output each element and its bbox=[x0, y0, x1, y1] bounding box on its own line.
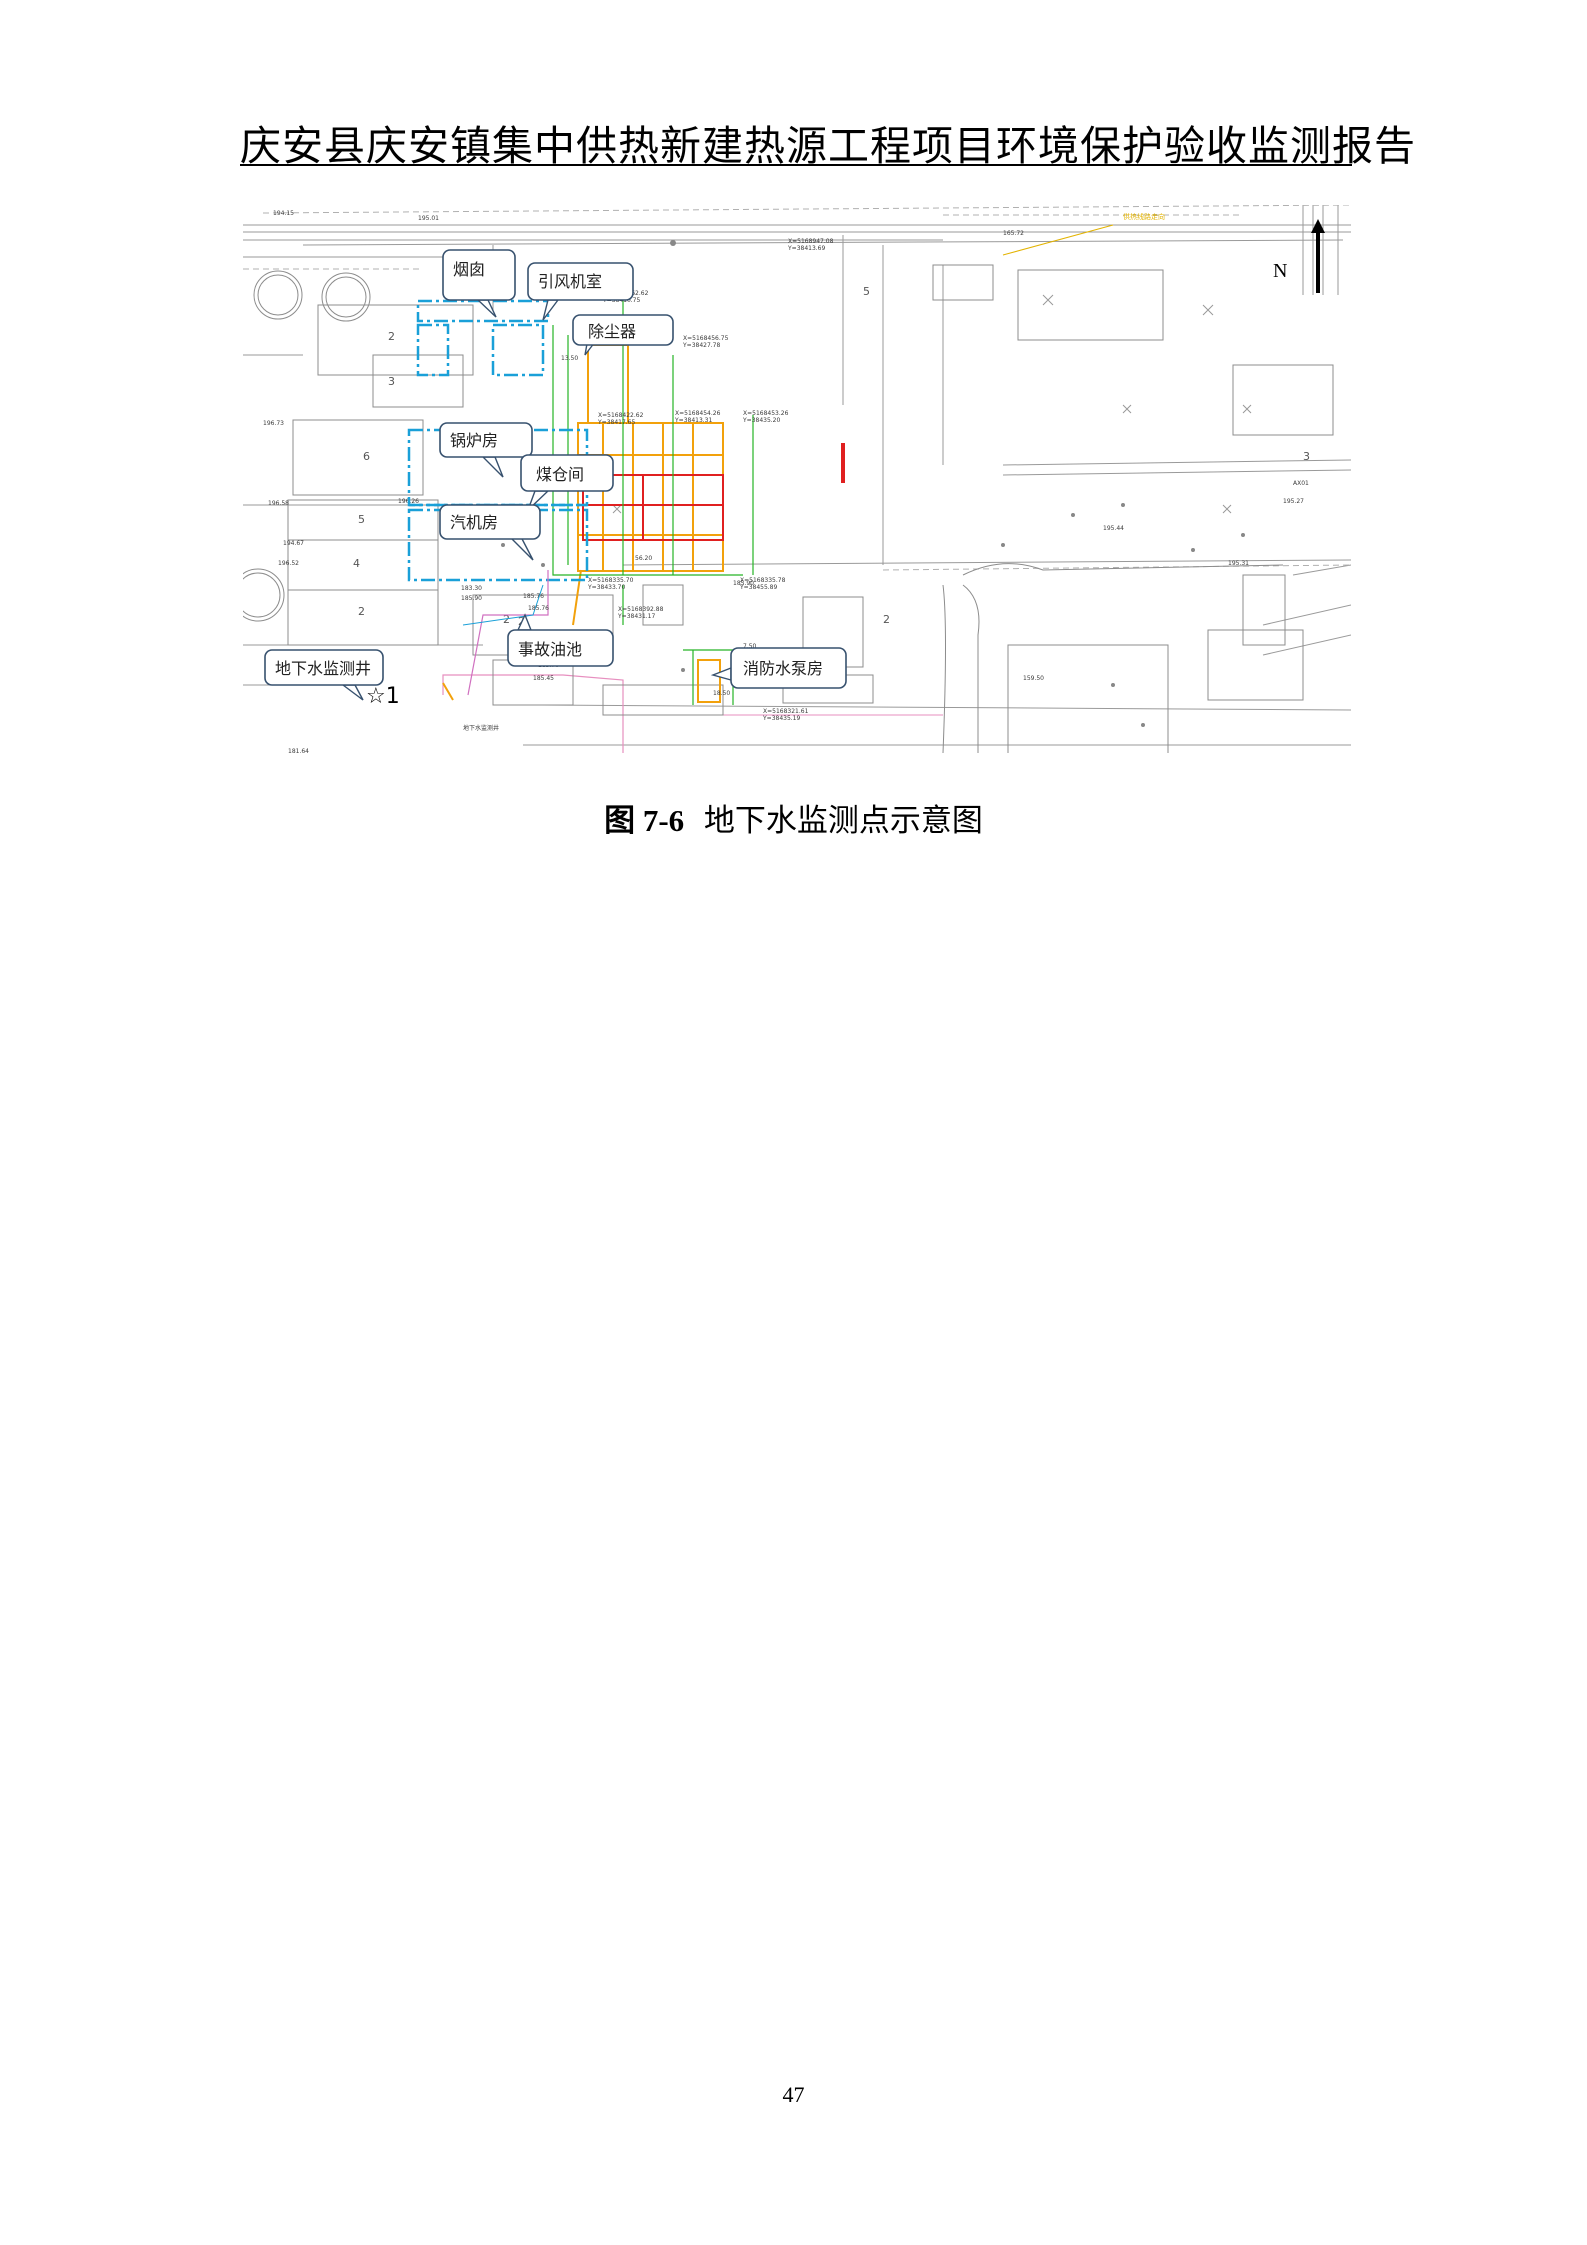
svg-text:185.76: 185.76 bbox=[528, 605, 549, 612]
page-header-title: 庆安县庆安镇集中供热新建热源工程项目环境保护验收监测报告 bbox=[240, 122, 1416, 170]
monitoring-point-marker: ☆1 bbox=[366, 684, 400, 709]
callout-fan-room-label: 引风机室 bbox=[538, 272, 602, 291]
svg-text:185.90: 185.90 bbox=[461, 595, 482, 602]
svg-text:X=5168453.26: X=5168453.26 bbox=[743, 410, 789, 417]
svg-text:Y=38435.20: Y=38435.20 bbox=[742, 417, 781, 424]
callout-pump-room-label: 消防水泵房 bbox=[743, 659, 823, 678]
callout-coal-bunker: 煤仓间 bbox=[520, 454, 614, 511]
svg-text:地下水监测井: 地下水监测井 bbox=[463, 724, 499, 732]
svg-text:X=5168321.61: X=5168321.61 bbox=[763, 708, 809, 715]
svg-text:X=5168422.62: X=5168422.62 bbox=[598, 412, 644, 419]
svg-text:13.50: 13.50 bbox=[561, 355, 578, 362]
svg-text:2: 2 bbox=[388, 330, 395, 343]
callout-pump-room: 消防水泵房 bbox=[710, 647, 847, 689]
svg-text:183.30: 183.30 bbox=[461, 585, 482, 592]
callout-dust-collector-label: 除尘器 bbox=[588, 322, 636, 341]
svg-text:194.67: 194.67 bbox=[283, 540, 304, 547]
svg-text:X=5168456.75: X=5168456.75 bbox=[683, 335, 729, 342]
svg-text:185.45: 185.45 bbox=[533, 675, 554, 682]
header-rule bbox=[240, 164, 1352, 166]
svg-text:3: 3 bbox=[388, 375, 395, 388]
svg-text:X=5168335.70: X=5168335.70 bbox=[588, 577, 634, 584]
callout-chimney: 烟囱 bbox=[442, 249, 516, 318]
svg-text:196.73: 196.73 bbox=[263, 420, 284, 427]
callout-turbine-room: 汽机房 bbox=[439, 504, 541, 561]
site-plan-figure: 2 3 6 5 4 2 2 2 5 3 2 194.15 195.01 165.… bbox=[243, 205, 1351, 753]
svg-text:X=5168392.88: X=5168392.88 bbox=[618, 606, 664, 613]
svg-text:195.31: 195.31 bbox=[1228, 560, 1249, 567]
svg-text:4: 4 bbox=[353, 557, 360, 570]
svg-text:195.01: 195.01 bbox=[418, 215, 439, 222]
svg-text:195.27: 195.27 bbox=[1283, 498, 1304, 505]
page-number: 47 bbox=[782, 2082, 805, 2107]
svg-text:Y=38417.65: Y=38417.65 bbox=[597, 419, 636, 426]
svg-text:Y=38455.89: Y=38455.89 bbox=[739, 584, 778, 591]
callout-oil-pool: 事故油池 bbox=[507, 613, 614, 667]
svg-text:Y=38413.31: Y=38413.31 bbox=[674, 417, 713, 424]
callout-chimney-label: 烟囱 bbox=[453, 260, 485, 279]
svg-text:196.58: 196.58 bbox=[268, 500, 289, 507]
svg-text:供热线路走向: 供热线路走向 bbox=[1123, 212, 1165, 221]
svg-text:195.44: 195.44 bbox=[1103, 525, 1124, 532]
site-plan-map: 2 3 6 5 4 2 2 2 5 3 2 194.15 195.01 165.… bbox=[243, 205, 1351, 753]
callout-boiler-room-label: 锅炉房 bbox=[450, 431, 498, 450]
callout-boiler-room: 锅炉房 bbox=[439, 422, 533, 478]
svg-text:AX01: AX01 bbox=[1293, 480, 1309, 487]
svg-text:X=5168335.78: X=5168335.78 bbox=[740, 577, 786, 584]
figure-caption-number: 图 7-6 bbox=[604, 803, 685, 838]
svg-text:159.50: 159.50 bbox=[1023, 675, 1044, 682]
svg-text:Y=38433.70: Y=38433.70 bbox=[587, 584, 626, 591]
svg-text:X=5168454.26: X=5168454.26 bbox=[675, 410, 721, 417]
svg-text:3: 3 bbox=[1303, 450, 1310, 463]
callout-dust-collector: 除尘器 bbox=[572, 314, 674, 356]
svg-text:165.72: 165.72 bbox=[1003, 230, 1024, 237]
svg-text:181.64: 181.64 bbox=[288, 748, 309, 753]
callout-turbine-room-label: 汽机房 bbox=[450, 513, 498, 532]
svg-text:5: 5 bbox=[358, 513, 365, 526]
svg-text:7.50: 7.50 bbox=[743, 643, 757, 650]
north-label: N bbox=[1273, 260, 1287, 282]
svg-text:5: 5 bbox=[863, 285, 870, 298]
figure-caption: 图 7-6 地下水监测点示意图 bbox=[0, 795, 1587, 840]
svg-text:56.20: 56.20 bbox=[635, 555, 652, 562]
svg-text:18.50: 18.50 bbox=[713, 690, 730, 697]
figure-caption-text: 地下水监测点示意图 bbox=[703, 803, 983, 839]
svg-text:196.52: 196.52 bbox=[278, 560, 299, 567]
svg-text:2: 2 bbox=[503, 613, 510, 626]
callout-fan-room: 引风机室 bbox=[527, 262, 634, 321]
svg-text:185.90: 185.90 bbox=[733, 580, 754, 587]
svg-text:185.76: 185.76 bbox=[523, 593, 544, 600]
svg-text:2: 2 bbox=[883, 613, 890, 626]
svg-text:194.15: 194.15 bbox=[273, 210, 294, 217]
svg-text:Y=38435.19: Y=38435.19 bbox=[762, 715, 801, 722]
callout-well-label: 地下水监测井 bbox=[275, 659, 371, 678]
svg-text:Y=38427.78: Y=38427.78 bbox=[682, 342, 721, 349]
svg-text:Y=38431.17: Y=38431.17 bbox=[617, 613, 656, 620]
svg-text:6: 6 bbox=[363, 450, 370, 463]
callout-monitoring-well: 地下水监测井 bbox=[264, 649, 384, 701]
svg-text:X=5168947.08: X=5168947.08 bbox=[788, 238, 834, 245]
north-arrow-icon bbox=[1311, 219, 1325, 293]
svg-text:2: 2 bbox=[358, 605, 365, 618]
svg-text:Y=38413.69: Y=38413.69 bbox=[787, 245, 826, 252]
callout-oil-pool-label: 事故油池 bbox=[518, 640, 582, 659]
callout-coal-bunker-label: 煤仓间 bbox=[536, 465, 584, 484]
